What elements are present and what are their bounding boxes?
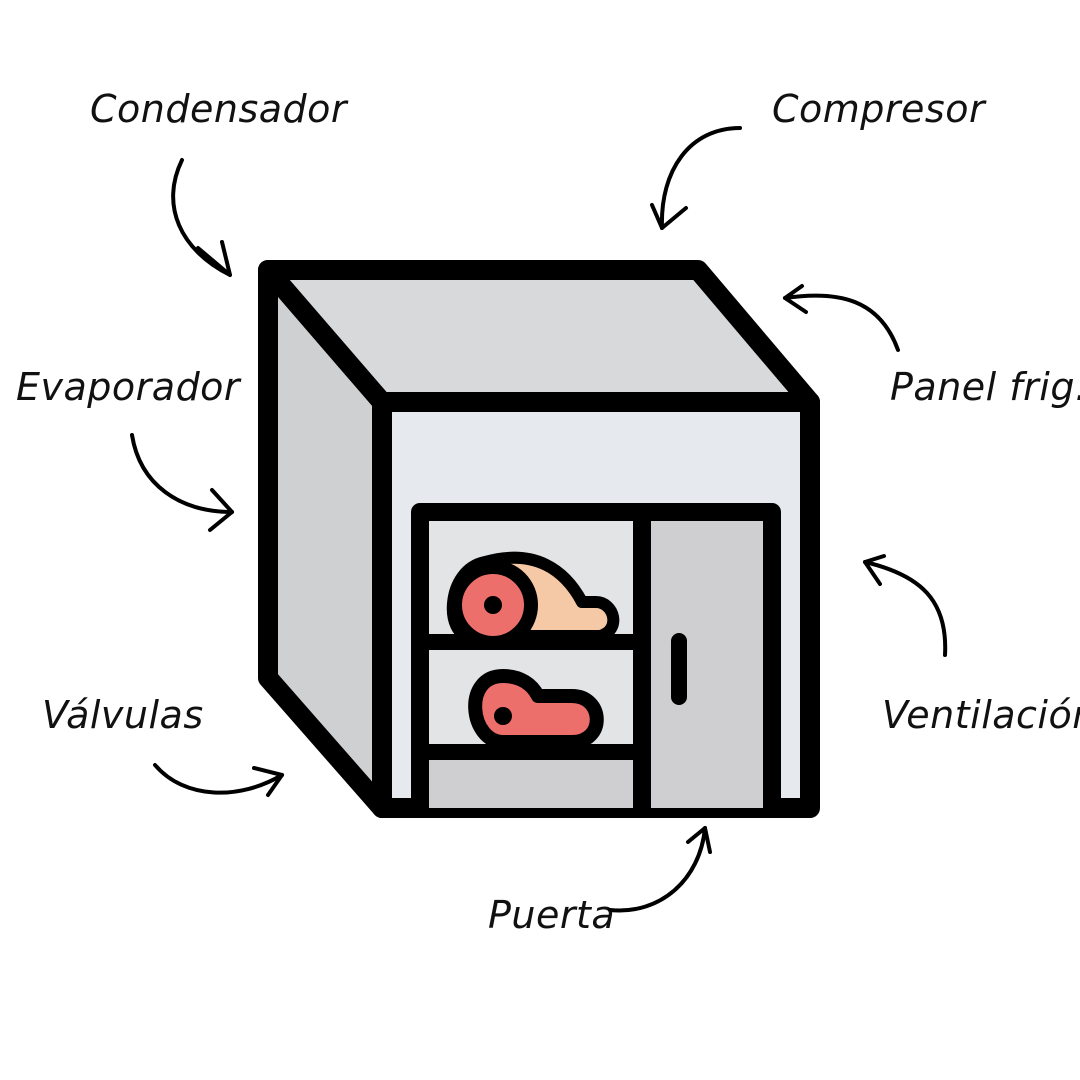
ham-icon [446,551,620,650]
door-handle [671,633,687,705]
shelving-unit [420,512,640,808]
label-condensador: Condensador [90,87,349,131]
label-valvulas: Válvulas [42,693,204,737]
label-puerta: Puerta [488,893,615,937]
arrow-panel [783,284,900,352]
label-ventilacion: Ventilación [882,693,1080,737]
arrow-puerta [608,826,712,913]
arrow-evaporador [130,433,234,532]
door [642,512,772,808]
arrow-condensador [171,158,232,277]
cabinet-frame [411,503,781,817]
arrow-compresor [650,126,742,230]
steak-icon [468,669,604,749]
label-panel: Panel frig. [890,365,1080,409]
label-compresor: Compresor [772,87,987,131]
arrow-valvulas [153,763,284,797]
bottom-drawer [420,752,640,808]
cold-room-icon [258,260,820,818]
label-evaporador: Evaporador [16,365,242,409]
arrow-ventilacion [863,554,948,657]
